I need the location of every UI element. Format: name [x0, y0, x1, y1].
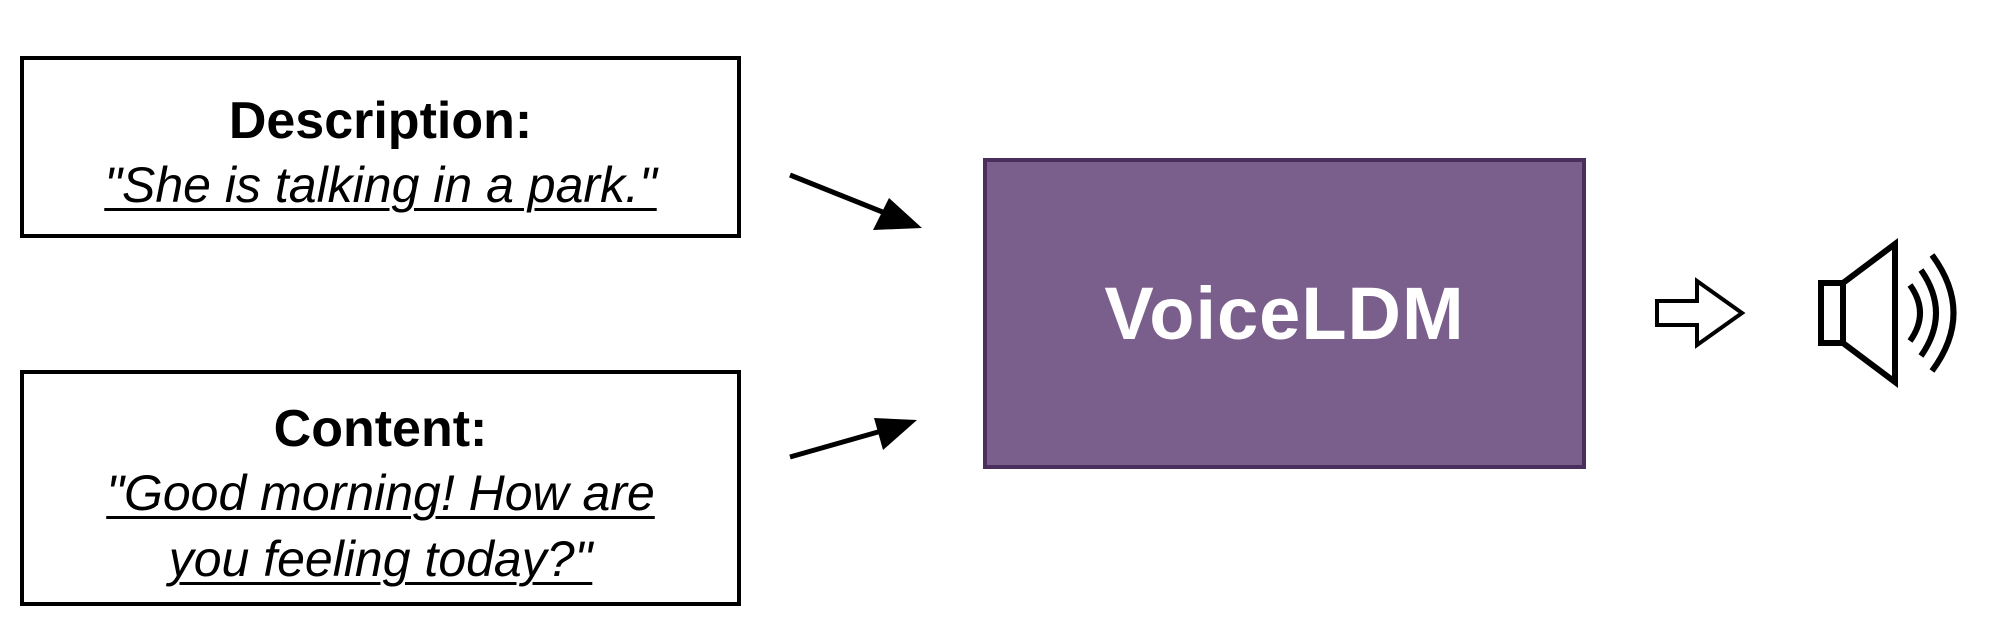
- description-input-box: Description: "She is talking in a park.": [20, 56, 741, 238]
- content-heading: Content:: [273, 400, 488, 458]
- content-to-model-arrow: [789, 418, 917, 460]
- content-input-box: Content: "Good morning! How are you feel…: [20, 370, 741, 606]
- voiceldm-model-block: VoiceLDM: [983, 158, 1586, 469]
- model-label: VoiceLDM: [1104, 272, 1465, 355]
- outline-right-arrow-icon: [1655, 277, 1746, 349]
- description-heading: Description:: [228, 92, 533, 150]
- description-to-model-arrow: [789, 172, 922, 230]
- speaker-icon: [1818, 238, 1957, 388]
- content-text: "Good morning! How are you feeling today…: [106, 465, 655, 587]
- description-text: "She is talking in a park.": [104, 157, 657, 213]
